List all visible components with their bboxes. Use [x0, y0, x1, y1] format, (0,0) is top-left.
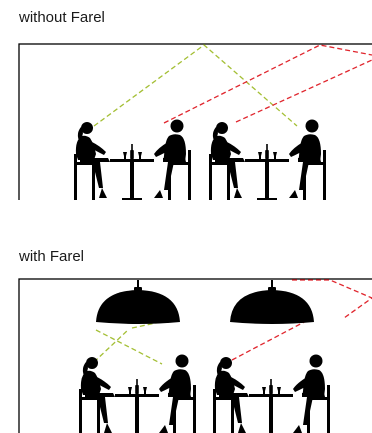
caption-without-farel: without Farel: [19, 9, 105, 26]
diagram-with-farel: [18, 278, 372, 433]
table-scene-left: [79, 354, 196, 433]
glare-line-red: [235, 59, 372, 123]
diagram-without-farel: [18, 43, 372, 200]
sightline-green: [93, 329, 129, 363]
pendant-lamp-icon: [96, 280, 180, 324]
glare-line-red: [231, 319, 309, 361]
table-scene-left: [74, 119, 191, 200]
sightline-green: [95, 329, 163, 365]
pendant-lamp-icon: [230, 280, 314, 324]
glare-line-red: [163, 44, 372, 124]
glare-line-red: [292, 279, 372, 319]
table-scene-right: [209, 119, 326, 200]
table-scene-right: [213, 354, 330, 433]
caption-with-farel: with Farel: [19, 248, 85, 265]
frame: [18, 43, 372, 200]
frame: [18, 278, 372, 433]
sightline-green: [93, 44, 298, 127]
